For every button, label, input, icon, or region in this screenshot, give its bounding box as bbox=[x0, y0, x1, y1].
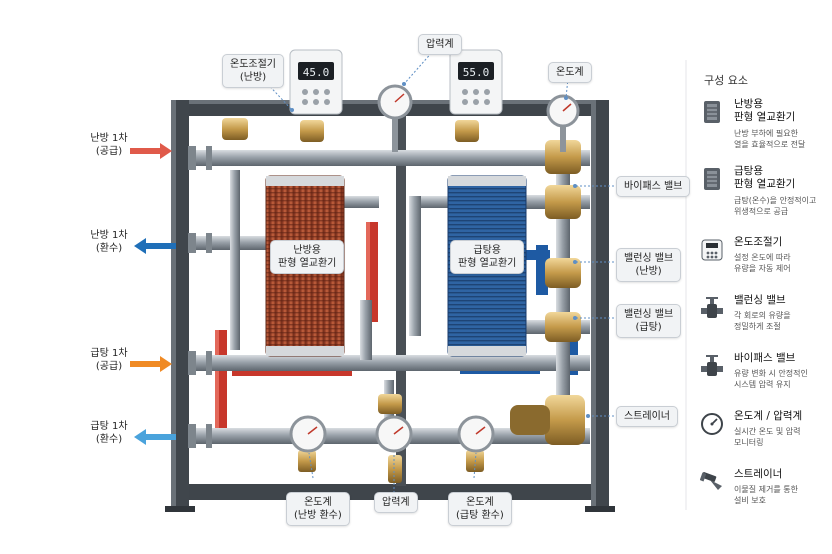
legend-desc: 이물질 제거를 통한 설비 보호 bbox=[734, 485, 798, 505]
callout-strainer: 스트레이너 bbox=[616, 406, 678, 427]
callout-thermometer-heating-return: 온도계 (난방 환수) bbox=[286, 492, 350, 526]
callout-balancing-heating: 밸런싱 밸브 (난방) bbox=[616, 248, 682, 282]
legend-item-temp-controller: 온도조절기 설정 온도에 따라 유량을 자동 제어 bbox=[700, 236, 828, 288]
callout-pressure-gauge-bottom: 압력계 bbox=[374, 492, 418, 513]
legend-name: 급탕용 판형 열교환기 bbox=[734, 165, 796, 190]
legend-title: 구성 요소 bbox=[704, 74, 748, 87]
legend-item-heating-hx: 난방용 판형 열교환기 난방 부하에 필요한 열을 효율적으로 전달 bbox=[700, 98, 828, 150]
gauge-icon bbox=[701, 413, 723, 435]
flow-arrows bbox=[130, 143, 176, 445]
brass-valves bbox=[222, 118, 585, 483]
callout-thermometer-hotwater-return: 온도계 (급탕 환수) bbox=[448, 492, 512, 526]
legend-name: 바이패스 밸브 bbox=[734, 352, 796, 364]
legend-name: 스트레이너 bbox=[734, 468, 783, 480]
label-hotwater-supply: 급탕 1차 (공급) bbox=[86, 347, 132, 373]
legend-desc: 설정 온도에 따라 유량을 자동 제어 bbox=[734, 253, 791, 273]
label-heating-return: 난방 1차 (환수) bbox=[86, 229, 132, 255]
legend-desc: 난방 부하에 필요한 열을 효율적으로 전달 bbox=[734, 129, 806, 149]
temperature-controller-hotwater: 55.0 bbox=[449, 49, 503, 115]
thermometer-top bbox=[546, 94, 580, 152]
arrow-heating-supply-in bbox=[130, 143, 172, 159]
callout-hx-hotwater: 급탕용 판형 열교환기 bbox=[450, 240, 525, 274]
temperature-controller-heating: 45.0 bbox=[289, 49, 343, 115]
strainer-icon bbox=[700, 472, 722, 490]
label-heating-supply-text: 난방 1차 (공급) bbox=[90, 133, 128, 157]
legend-desc: 급탕(온수)을 안정적이고 위생적으로 공급 bbox=[734, 196, 817, 216]
legend-desc: 유량 변화 시 안정적인 시스템 압력 유지 bbox=[734, 369, 808, 389]
pressure-gauge-bottom bbox=[375, 415, 413, 453]
heat-exchanger-icon bbox=[704, 101, 720, 123]
legend-name: 온도계 / 압력계 bbox=[734, 410, 803, 422]
pipe-flanges bbox=[188, 146, 212, 448]
pressure-gauge-top bbox=[377, 84, 413, 152]
legend-item-bypass-valve: 바이패스 밸브 유량 변화 시 안정적인 시스템 압력 유지 bbox=[700, 352, 828, 404]
callout-leaders bbox=[261, 49, 614, 493]
legend-desc: 실시간 온도 및 압력 모니터링 bbox=[734, 427, 801, 447]
legend-name: 난방용 판형 열교환기 bbox=[734, 98, 796, 123]
thermometer-heating-return-gauge bbox=[289, 415, 327, 453]
balancing-valve-icon bbox=[701, 297, 723, 318]
heat-exchanger-icon bbox=[704, 168, 720, 190]
arrow-heating-return-out bbox=[134, 238, 176, 254]
callout-balancing-hotwater: 밸런싱 밸브 (급탕) bbox=[616, 304, 682, 338]
legend-name: 밸런싱 밸브 bbox=[734, 294, 786, 306]
callout-pressure-gauge-top: 압력계 bbox=[418, 34, 462, 55]
temperature-controller-icon bbox=[701, 239, 723, 261]
thermometer-hotwater-return-gauge bbox=[457, 415, 495, 453]
label-hotwater-return: 급탕 1차 (환수) bbox=[86, 420, 132, 446]
arrow-hotwater-supply-in bbox=[130, 356, 172, 372]
callout-bypass-valve: 바이패스 밸브 bbox=[616, 176, 691, 197]
legend-item-gauges: 온도계 / 압력계 실시간 온도 및 압력 모니터링 bbox=[700, 410, 828, 462]
legend-item-balancing-valve: 밸런싱 밸브 각 회로의 유량을 정밀하게 조절 bbox=[700, 294, 828, 346]
label-heating-return-text: 난방 1차 (환수) bbox=[90, 230, 128, 254]
label-hotwater-return-text: 급탕 1차 (환수) bbox=[90, 421, 128, 445]
legend-item-hotwater-hx: 급탕용 판형 열교환기 급탕(온수)을 안정적이고 위생적으로 공급 bbox=[700, 165, 828, 217]
arrow-hotwater-return-out bbox=[134, 429, 176, 445]
callout-hx-heating: 난방용 판형 열교환기 bbox=[270, 240, 345, 274]
controller-display-heating: 45.0 bbox=[303, 66, 330, 79]
controller-display-hotwater: 55.0 bbox=[463, 66, 490, 79]
label-hotwater-supply-text: 급탕 1차 (공급) bbox=[90, 348, 128, 372]
legend-name: 온도조절기 bbox=[734, 236, 783, 248]
bypass-valve-icon bbox=[701, 355, 723, 376]
callout-temp-controller: 온도조절기 (난방) bbox=[222, 54, 284, 88]
legend-desc: 각 회로의 유량을 정밀하게 조절 bbox=[734, 311, 791, 331]
callout-thermometer-top: 온도계 bbox=[548, 62, 592, 83]
label-heating-supply: 난방 1차 (공급) bbox=[86, 132, 132, 158]
legend-item-strainer: 스트레이너 이물질 제거를 통한 설비 보호 bbox=[700, 468, 828, 520]
